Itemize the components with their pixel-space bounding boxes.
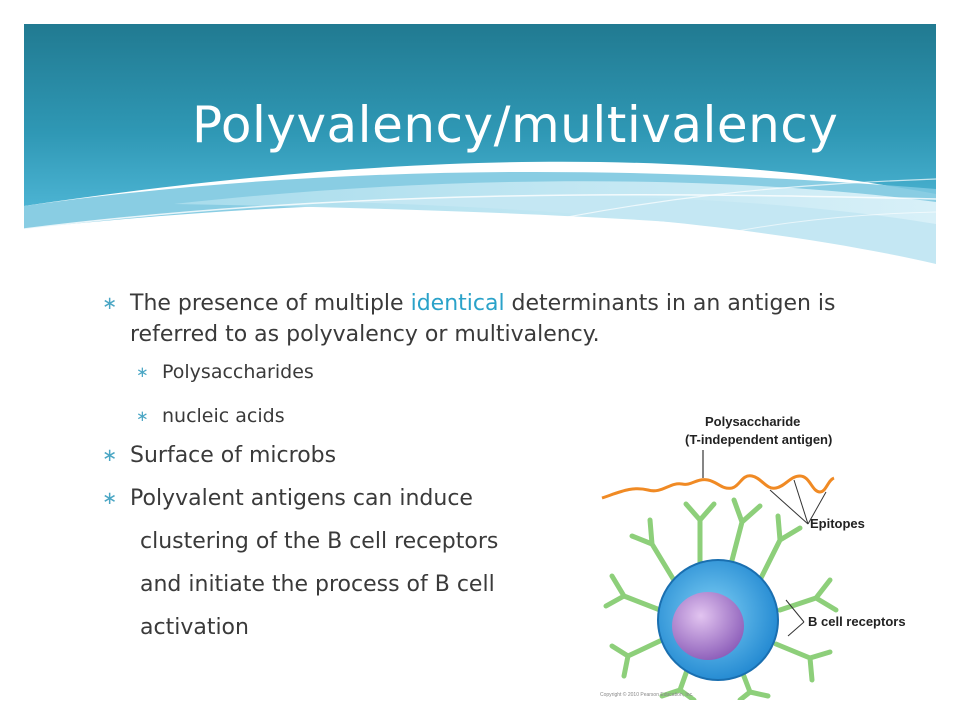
label-epitopes: Epitopes bbox=[810, 516, 865, 531]
bullet-text-start: The presence of multiple bbox=[130, 291, 411, 316]
b-cell-receptors bbox=[603, 497, 839, 703]
cell-nucleus bbox=[672, 592, 744, 660]
bullet-polyvalent-antigens: ∗ Polyvalent antigens can induce bbox=[96, 483, 856, 514]
sub-item-polysaccharides: ∗ Polysaccharides bbox=[96, 360, 856, 384]
highlight-word: identical bbox=[410, 291, 505, 316]
figure-title-line1: Polysaccharide bbox=[705, 414, 800, 429]
figure-copyright: Copyright © 2010 Pearson Education, Inc. bbox=[600, 691, 693, 698]
bullet-continuation-1: clustering of the B cell receptors bbox=[140, 529, 499, 554]
bullet-text-end: determinants in an antigen is referred t… bbox=[130, 291, 836, 347]
polysaccharide-chain bbox=[601, 474, 835, 500]
sub-item-nucleic-acids: ∗ nucleic acids bbox=[96, 404, 856, 428]
asterisk-bullet-icon: ∗ bbox=[136, 363, 149, 381]
asterisk-bullet-icon: ∗ bbox=[102, 293, 118, 314]
b-cell-figure: Polysaccharide (T-independent antigen) E… bbox=[590, 400, 930, 703]
asterisk-bullet-icon: ∗ bbox=[102, 445, 118, 466]
banner-waves bbox=[24, 24, 936, 264]
bullet-continuation-3: activation bbox=[140, 615, 249, 640]
sub-item-text: Polysaccharides bbox=[162, 361, 314, 383]
title-banner: Polyvalency/multivalency bbox=[24, 24, 936, 264]
label-b-cell-receptors: B cell receptors bbox=[808, 614, 906, 629]
asterisk-bullet-icon: ∗ bbox=[136, 407, 149, 425]
bullet-surface-microbs: ∗ Surface of microbs bbox=[96, 440, 856, 471]
b-cell-diagram: Polysaccharide (T-independent antigen) E… bbox=[600, 414, 906, 703]
bullet-text: Surface of microbs bbox=[130, 443, 337, 468]
figure-title-line2: (T-independent antigen) bbox=[685, 432, 832, 447]
asterisk-bullet-icon: ∗ bbox=[102, 488, 118, 509]
slide-title: Polyvalency/multivalency bbox=[192, 96, 839, 154]
slide-body: ∗ The presence of multiple identical det… bbox=[96, 288, 856, 643]
sub-item-text: nucleic acids bbox=[162, 405, 285, 427]
bullet-continuation-2: and initiate the process of B cell bbox=[140, 572, 495, 597]
bullet-text: Polyvalent antigens can induce bbox=[130, 486, 473, 511]
bullet-polyvalency-definition: ∗ The presence of multiple identical det… bbox=[96, 288, 850, 350]
